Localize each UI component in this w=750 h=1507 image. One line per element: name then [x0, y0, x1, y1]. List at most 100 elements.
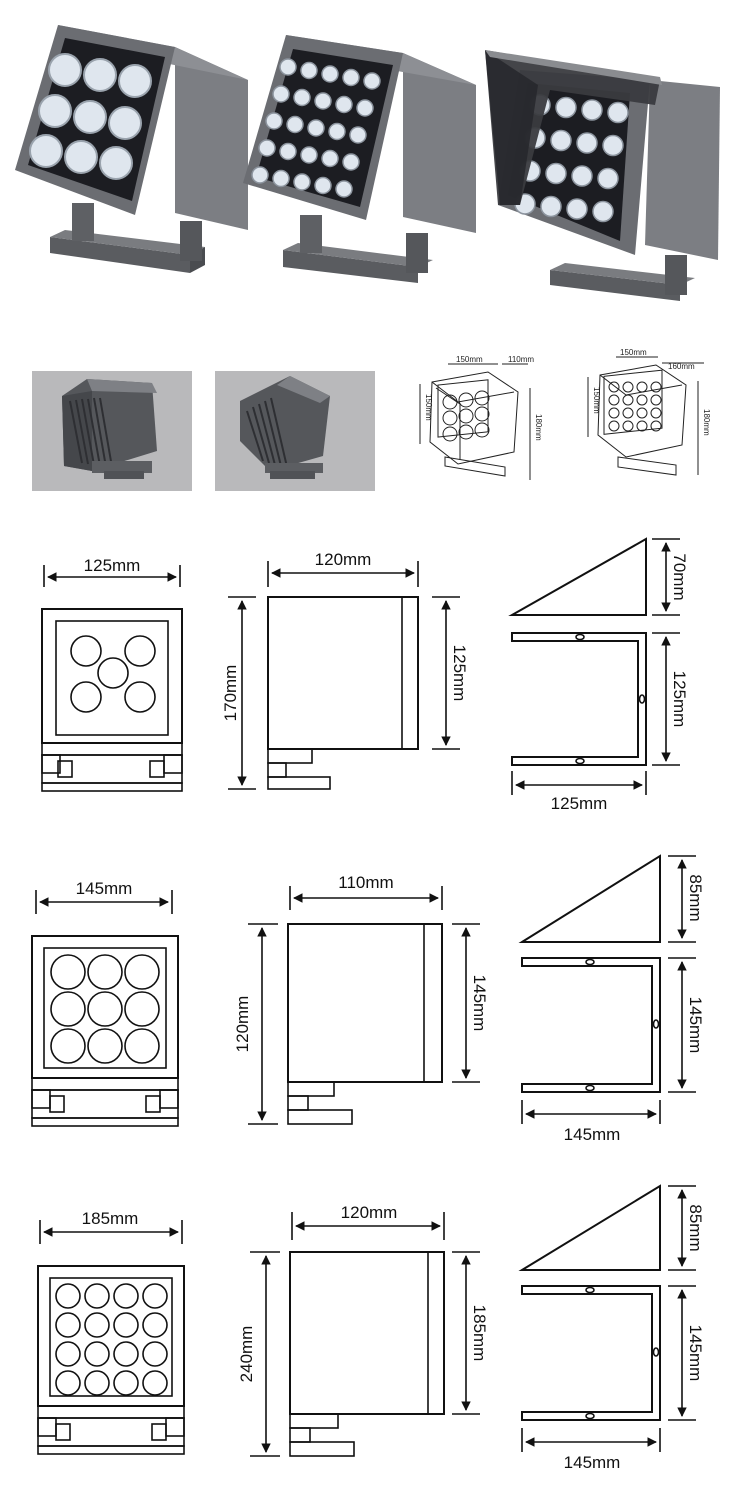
sketch9-h2: 180mm — [534, 414, 543, 441]
led-lens — [545, 162, 567, 185]
r3-side-total-height: 240mm — [237, 1326, 256, 1383]
led-lens — [84, 1341, 110, 1367]
led-lens — [342, 68, 360, 87]
led-lens — [581, 99, 603, 121]
r1-side-width: 120mm — [315, 550, 372, 569]
r2-bracket-width: 145mm — [564, 1125, 621, 1144]
led-lens — [335, 95, 353, 114]
product-photo-back-view-2 — [215, 371, 375, 491]
drawing-row-1: 125mm 120mm 170mm 125mm 70mm 125mm 125mm — [41, 537, 689, 813]
r3-side-body-height: 185mm — [470, 1305, 489, 1362]
sketch16-h1: 150mm — [592, 387, 601, 414]
led-lens — [555, 96, 577, 119]
r2-front-width: 145mm — [76, 879, 133, 898]
led-lens — [349, 126, 367, 144]
led-lens — [300, 61, 318, 80]
led-lens — [84, 1283, 110, 1309]
led-lens — [113, 1341, 139, 1367]
product-photo-25-led — [243, 35, 476, 283]
sketch16-h2: 180mm — [702, 409, 711, 436]
led-lens — [142, 1283, 168, 1309]
sketch9-w2: 110mm — [508, 355, 534, 364]
r1-side-total-height: 170mm — [221, 665, 240, 722]
led-lens — [356, 99, 374, 117]
led-lens — [258, 139, 276, 157]
led-lens — [142, 1370, 168, 1396]
r1-side-body-height: 125mm — [450, 645, 469, 702]
led-lens — [328, 122, 346, 141]
r2-bracket-height: 145mm — [686, 997, 705, 1054]
r2-side-total-height: 120mm — [233, 996, 252, 1053]
led-lens — [540, 195, 562, 218]
led-lens — [550, 129, 572, 152]
product-photo-9-led — [15, 25, 248, 273]
r1-bracket-width: 125mm — [551, 794, 608, 813]
led-lens — [636, 407, 648, 419]
led-lens — [566, 198, 588, 220]
led-lens — [251, 166, 269, 184]
r1-visor-height: 70mm — [670, 553, 689, 600]
led-lens — [636, 420, 648, 432]
r1-bracket-height: 125mm — [670, 671, 689, 728]
led-lens — [279, 58, 297, 76]
led-lens — [650, 381, 662, 393]
product-photo-visor — [485, 50, 720, 301]
dimension-sketch-16-led: 150mm 160mm 150mm 180mm — [587, 348, 711, 476]
r3-visor-height: 85mm — [686, 1204, 705, 1251]
led-lens — [363, 72, 381, 90]
led-lens — [321, 149, 339, 168]
r3-front-width: 185mm — [82, 1209, 139, 1228]
drawing-row-2: 145mm 110mm 120mm 145mm 85mm 145mm 145mm — [31, 854, 705, 1144]
sketch16-w2: 160mm — [668, 362, 695, 371]
led-lens — [314, 176, 332, 195]
r3-bracket-width: 145mm — [564, 1453, 621, 1472]
led-lens — [286, 115, 304, 134]
led-lens — [272, 169, 290, 188]
led-lens — [293, 88, 311, 107]
led-lens — [622, 394, 634, 406]
led-lens — [314, 92, 332, 110]
sketch9-h1: 150mm — [424, 394, 433, 421]
led-lens — [597, 167, 619, 190]
led-lens — [650, 407, 662, 419]
led-lens — [55, 1283, 81, 1309]
led-lens — [602, 134, 624, 157]
led-lens — [55, 1312, 81, 1338]
sketch9-w1: 150mm — [456, 355, 483, 364]
led-lens — [622, 420, 634, 432]
led-lens — [321, 65, 339, 83]
led-lens — [113, 1283, 139, 1309]
led-lens — [636, 394, 648, 406]
led-lens — [272, 85, 290, 103]
r1-front-width: 125mm — [84, 556, 141, 575]
led-lens — [142, 1312, 168, 1338]
dimension-sketch-9-led: 150mm 110mm 150mm 180mm — [419, 355, 543, 480]
led-lens — [608, 394, 620, 406]
led-lens — [113, 1312, 139, 1338]
led-lens — [55, 1341, 81, 1367]
led-lens — [622, 407, 634, 419]
product-photo-back-view — [32, 371, 192, 491]
led-lens — [571, 165, 593, 187]
r3-side-width: 120mm — [341, 1203, 398, 1222]
led-lens — [55, 1370, 81, 1396]
led-lens — [84, 1370, 110, 1396]
led-lens — [113, 1370, 139, 1396]
led-lens — [279, 142, 297, 161]
led-lens — [265, 112, 283, 130]
led-lens — [650, 420, 662, 432]
r2-visor-height: 85mm — [686, 874, 705, 921]
led-lens — [293, 173, 311, 191]
r2-side-body-height: 145mm — [470, 975, 489, 1032]
led-lens — [307, 119, 325, 137]
r2-side-width: 110mm — [338, 873, 393, 892]
led-lens — [650, 394, 662, 406]
led-lens — [592, 200, 614, 223]
sketch16-w1: 150mm — [620, 348, 647, 357]
led-lens — [608, 420, 620, 432]
led-lens — [607, 101, 629, 124]
led-lens — [300, 146, 318, 164]
led-lens — [576, 132, 598, 154]
led-lens — [84, 1312, 110, 1338]
led-lens — [142, 1341, 168, 1367]
